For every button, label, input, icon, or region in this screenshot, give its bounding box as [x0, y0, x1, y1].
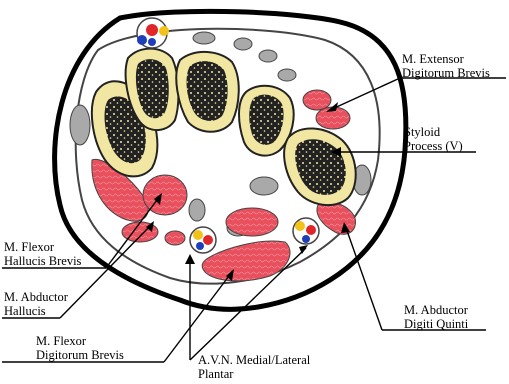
label-line: M. Extensor — [402, 52, 490, 66]
label-abductor-hallucis: M. Abductor Hallucis — [4, 290, 68, 318]
label-line: M. Flexor — [4, 240, 81, 254]
label-extensor-digitorum-brevis: M. Extensor Digitorum Brevis — [402, 52, 490, 80]
label-line: Hallucis Brevis — [4, 254, 81, 268]
label-line: Digitorum Brevis — [36, 348, 124, 362]
small-muscle — [165, 231, 185, 245]
extensor-digitorum-brevis-muscle — [303, 90, 331, 110]
tendon — [250, 177, 278, 195]
label-line: M. Abductor — [404, 303, 468, 317]
label-styloid-process: Styloid Process (V) — [404, 125, 463, 153]
label-line: M. Abductor — [4, 290, 68, 304]
label-line: Plantar — [198, 367, 310, 381]
label-line: Digiti Quinti — [404, 317, 468, 331]
tendon — [193, 32, 215, 44]
tendon — [70, 105, 90, 145]
label-line: Digitorum Brevis — [402, 66, 490, 80]
label-avn-medial-lateral-plantar: A.V.N. Medial/Lateral Plantar — [198, 353, 310, 381]
tendon — [189, 199, 205, 221]
label-abductor-digiti-quinti: M. Abductor Digiti Quinti — [404, 303, 468, 331]
tendon — [259, 50, 277, 62]
label-flexor-hallucis-brevis: M. Flexor Hallucis Brevis — [4, 240, 81, 268]
medial-plantar-neurovascular-bundle — [190, 227, 216, 253]
label-line: A.V.N. Medial/Lateral — [198, 353, 310, 367]
label-line: Hallucis — [4, 304, 68, 318]
flexor-digitorum-brevis-muscle — [226, 208, 278, 236]
tendon — [234, 38, 252, 50]
label-line: Styloid — [404, 125, 463, 139]
label-line: M. Flexor — [36, 334, 124, 348]
tendon — [278, 69, 296, 81]
lateral-plantar-neurovascular-bundle — [293, 218, 319, 244]
label-flexor-digitorum-brevis: M. Flexor Digitorum Brevis — [36, 334, 124, 362]
label-line: Process (V) — [404, 139, 463, 153]
